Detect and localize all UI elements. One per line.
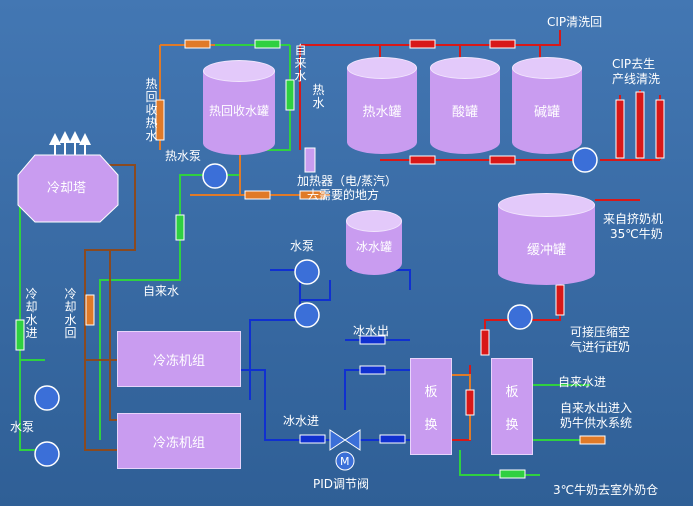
cooling-tower-steam [49, 131, 91, 155]
ice-water-in-label: 冰水进 [283, 414, 320, 428]
cip-out-label: CIP去生 [612, 57, 656, 71]
tap-water-in-label: 自来水进 [558, 375, 607, 389]
tank-heat-recovery: 热回收水罐 [203, 60, 275, 155]
ice-water-pipes [240, 269, 411, 441]
chiller-unit-2: 冷冻机组 [117, 413, 241, 469]
tank-hot-water: 热水罐 [347, 57, 417, 154]
tap-water-mid-label: 自来水 [143, 284, 180, 298]
milk-in-label-2: 35℃牛奶 [610, 227, 663, 241]
compressed-air-label-2: 气进行赶奶 [570, 340, 631, 354]
motor-icon [335, 451, 355, 471]
compressed-air-label: 可接压缩空 [570, 325, 631, 339]
water-pump-left-label: 水泵 [10, 420, 35, 434]
pid-valve-icon [329, 429, 346, 451]
cooling-tower [17, 154, 119, 223]
tap-water-top-label: 自来水 [294, 43, 307, 83]
cip-out-label-2: 产线清洗 [612, 72, 661, 86]
cooling-water-return-label: 冷却水回 [64, 287, 77, 340]
cooling-tower-label: 冷却塔 [47, 181, 87, 196]
chiller-unit-1: 冷冻机组 [117, 331, 241, 387]
heater-icon [304, 147, 316, 173]
water-pump-label: 水泵 [290, 239, 315, 253]
tank-ice-water: 冰水罐 [346, 210, 402, 275]
milk-in-label: 来自挤奶机 [603, 212, 664, 226]
hot-water-pump-label: 热水泵 [165, 149, 202, 163]
heater-label: 加热器（电/蒸汽） [297, 174, 398, 188]
tap-water-out-label-2: 奶牛供水系统 [560, 416, 633, 430]
tank-buffer: 缓冲罐 [498, 193, 595, 285]
cooling-pipes [75, 164, 136, 451]
ice-water-out-label: 冰水出 [353, 324, 390, 338]
tap-water-out-label: 自来水出进入 [560, 401, 633, 415]
to-needed-label: 去需要的地方 [307, 188, 380, 202]
milk-out-label: 3℃牛奶去室外奶仓 [553, 483, 659, 497]
plate-exchanger-1: 板换 [410, 358, 452, 455]
up-arrows [465, 91, 665, 416]
cip-return-label: CIP清洗回 [547, 15, 603, 29]
heat-recovery-hot-water-label: 热回收热水 [145, 77, 158, 143]
tank-acid: 酸罐 [430, 57, 500, 154]
pid-valve-label: PID调节阀 [313, 477, 370, 491]
flow-arrows [184, 39, 606, 479]
plate-exchanger-2: 板换 [491, 358, 533, 455]
hot-water-label: 热水 [312, 83, 325, 110]
tank-alkali: 碱罐 [512, 57, 582, 154]
pumps [34, 147, 598, 467]
cooling-water-in-label: 冷却水进 [25, 287, 38, 340]
motor-label: M [340, 455, 350, 468]
